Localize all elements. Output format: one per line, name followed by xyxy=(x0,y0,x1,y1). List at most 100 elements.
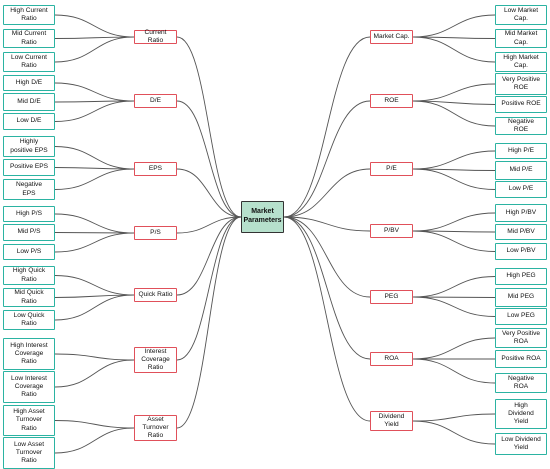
leaf-node-low-interest-coverage-ratio[interactable]: Low Interest Coverage Ratio xyxy=(3,371,55,403)
leaf-node-negative-roa[interactable]: Negative ROA xyxy=(495,373,547,393)
leaf-node-high-p-bv[interactable]: High P/BV xyxy=(495,204,547,222)
link-p-bv-low-p-bv xyxy=(412,230,496,252)
category-node-roa[interactable]: ROA xyxy=(370,352,413,366)
link-roe-negative-roe xyxy=(412,100,496,127)
leaf-node-low-p-e[interactable]: Low P/E xyxy=(495,181,547,198)
link-eps-highly-positive-eps xyxy=(54,146,135,170)
leaf-node-low-d-e[interactable]: Low D/E xyxy=(3,113,55,130)
link-p-bv-mid-p-bv xyxy=(412,230,496,233)
category-node-d-e[interactable]: D/E xyxy=(134,94,177,108)
leaf-node-low-peg[interactable]: Low PEG xyxy=(495,308,547,325)
category-node-asset-turnover-ratio[interactable]: Asset Turnover Ratio xyxy=(134,415,177,441)
leaf-node-positive-roa[interactable]: Positive ROA xyxy=(495,350,547,368)
link-asset-turnover-ratio-low-asset-turnover-ratio xyxy=(54,427,135,454)
leaf-node-mid-current-ratio[interactable]: Mid Current Ratio xyxy=(3,29,55,48)
link-asset-turnover-ratio-high-asset-turnover-ratio xyxy=(54,420,135,429)
leaf-node-low-quick-ratio[interactable]: Low Quick Ratio xyxy=(3,310,55,330)
leaf-node-high-d-e[interactable]: High D/E xyxy=(3,75,55,91)
leaf-node-very-positive-roa[interactable]: Very Positive ROA xyxy=(495,328,547,348)
link-roa-negative-roa xyxy=(412,358,496,384)
category-node-current-ratio[interactable]: Current Ratio xyxy=(134,29,177,44)
link-center-roa xyxy=(283,216,371,360)
link-market-cap-mid-market-cap xyxy=(412,36,496,39)
link-d-e-low-d-e xyxy=(54,100,135,122)
leaf-node-high-quick-ratio[interactable]: High Quick Ratio xyxy=(3,266,55,285)
leaf-node-positive-roe[interactable]: Positive ROE xyxy=(495,96,547,113)
link-center-interest-coverage-ratio xyxy=(176,216,242,361)
leaf-node-mid-p-bv[interactable]: Mid P/BV xyxy=(495,224,547,240)
leaf-node-positive-eps[interactable]: Positive EPS xyxy=(3,159,55,176)
link-p-s-mid-p-s xyxy=(54,232,135,234)
link-interest-coverage-ratio-high-interest-coverage-ratio xyxy=(54,353,135,361)
link-current-ratio-mid-current-ratio xyxy=(54,36,135,39)
leaf-node-low-asset-turnover-ratio[interactable]: Low Asset Turnover Ratio xyxy=(3,437,55,469)
leaf-node-low-p-bv[interactable]: Low P/BV xyxy=(495,243,547,260)
leaf-node-high-p-e[interactable]: High P/E xyxy=(495,143,547,159)
link-center-current-ratio xyxy=(176,36,242,218)
link-center-d-e xyxy=(176,100,242,218)
link-quick-ratio-mid-quick-ratio xyxy=(54,294,135,298)
category-node-dividend-yield[interactable]: Dividend Yield xyxy=(370,411,413,431)
leaf-node-mid-p-e[interactable]: Mid P/E xyxy=(495,161,547,180)
category-node-peg[interactable]: PEG xyxy=(370,290,413,304)
link-roa-very-positive-roa xyxy=(412,337,496,360)
category-node-p-s[interactable]: P/S xyxy=(134,226,177,240)
link-center-eps xyxy=(176,168,242,218)
center-node-market-parameters[interactable]: Market Parameters xyxy=(241,201,284,233)
link-eps-positive-eps xyxy=(54,167,135,170)
leaf-node-high-current-ratio[interactable]: High Current Ratio xyxy=(3,5,55,25)
leaf-node-low-p-s[interactable]: Low P/S xyxy=(3,244,55,260)
category-node-quick-ratio[interactable]: Quick Ratio xyxy=(134,288,177,302)
leaf-node-mid-p-s[interactable]: Mid P/S xyxy=(3,224,55,241)
link-interest-coverage-ratio-low-interest-coverage-ratio xyxy=(54,359,135,388)
leaf-node-mid-quick-ratio[interactable]: Mid Quick Ratio xyxy=(3,288,55,307)
leaf-node-mid-market-cap[interactable]: Mid Market Cap. xyxy=(495,29,547,48)
category-node-p-bv[interactable]: P/BV xyxy=(370,224,413,238)
link-p-s-high-p-s xyxy=(54,213,135,234)
link-center-quick-ratio xyxy=(176,216,242,296)
leaf-node-high-p-s[interactable]: High P/S xyxy=(3,206,55,222)
leaf-node-high-market-cap[interactable]: High Market Cap. xyxy=(495,52,547,72)
link-quick-ratio-low-quick-ratio xyxy=(54,294,135,321)
link-peg-high-peg xyxy=(412,276,496,298)
leaf-node-high-peg[interactable]: High PEG xyxy=(495,268,547,285)
link-roe-positive-roe xyxy=(412,100,496,105)
category-node-roe[interactable]: ROE xyxy=(370,94,413,108)
leaf-node-negative-roe[interactable]: Negative ROE xyxy=(495,117,547,135)
category-node-p-e[interactable]: P/E xyxy=(370,162,413,176)
category-node-eps[interactable]: EPS xyxy=(134,162,177,176)
link-market-cap-low-market-cap xyxy=(412,14,496,38)
leaf-node-high-interest-coverage-ratio[interactable]: High Interest Coverage Ratio xyxy=(3,338,55,370)
leaf-node-high-dividend-yield[interactable]: High Dividend Yield xyxy=(495,399,547,429)
category-node-interest-coverage-ratio[interactable]: Interest Coverage Ratio xyxy=(134,347,177,373)
link-dividend-yield-high-dividend-yield xyxy=(412,413,496,422)
link-eps-negative-eps xyxy=(54,168,135,190)
link-center-p-bv xyxy=(283,216,371,232)
leaf-node-low-dividend-yield[interactable]: Low Dividend Yield xyxy=(495,433,547,455)
leaf-node-low-market-cap[interactable]: Low Market Cap. xyxy=(495,5,547,25)
link-current-ratio-high-current-ratio xyxy=(54,14,135,38)
link-p-s-low-p-s xyxy=(54,232,135,253)
link-center-asset-turnover-ratio xyxy=(176,216,242,429)
leaf-node-mid-d-e[interactable]: Mid D/E xyxy=(3,93,55,111)
link-p-e-mid-p-e xyxy=(412,168,496,171)
leaf-node-mid-peg[interactable]: Mid PEG xyxy=(495,288,547,307)
leaf-node-high-asset-turnover-ratio[interactable]: High Asset Turnover Ratio xyxy=(3,405,55,436)
link-center-roe xyxy=(283,100,371,218)
link-p-e-high-p-e xyxy=(412,150,496,170)
link-center-dividend-yield xyxy=(283,216,371,422)
leaf-node-low-current-ratio[interactable]: Low Current Ratio xyxy=(3,52,55,72)
leaf-node-negative-eps[interactable]: Negative EPS xyxy=(3,179,55,200)
link-d-e-mid-d-e xyxy=(54,100,135,103)
link-center-peg xyxy=(283,216,371,298)
leaf-node-very-positive-roe[interactable]: Very Positive ROE xyxy=(495,73,547,95)
link-quick-ratio-high-quick-ratio xyxy=(54,275,135,296)
link-peg-low-peg xyxy=(412,296,496,317)
leaf-node-highly-positive-eps[interactable]: Highly positive EPS xyxy=(3,136,55,157)
link-center-p-e xyxy=(283,168,371,218)
category-node-market-cap[interactable]: Market Cap. xyxy=(370,30,413,44)
link-dividend-yield-low-dividend-yield xyxy=(412,420,496,445)
link-roe-very-positive-roe xyxy=(412,83,496,102)
